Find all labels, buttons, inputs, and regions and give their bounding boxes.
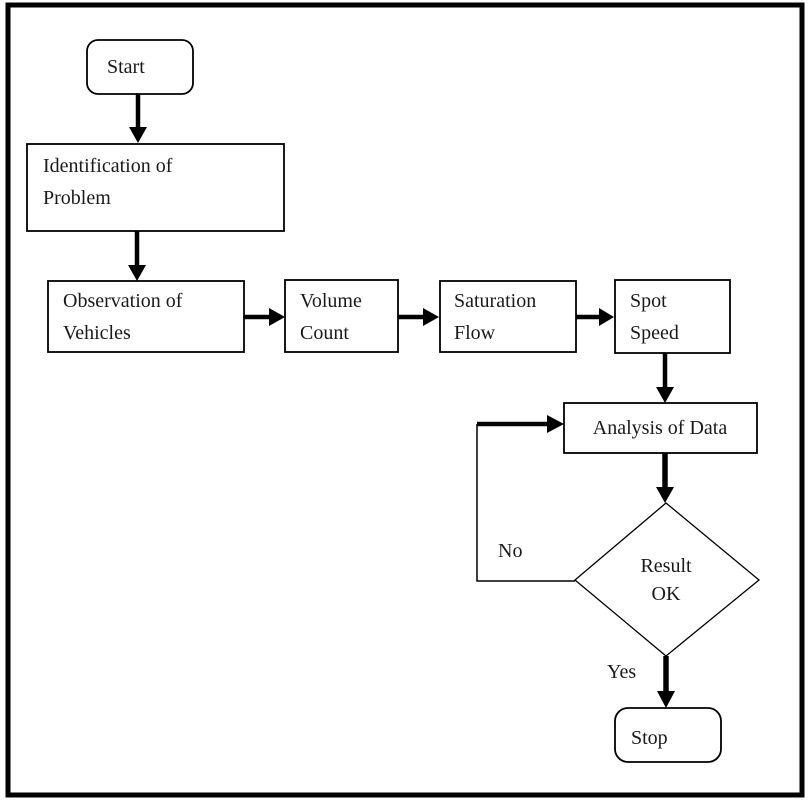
node-spot-label-line1: Spot (630, 290, 667, 312)
node-observation-shape (47, 280, 245, 353)
arrowhead-right-icon (547, 415, 564, 433)
arrowhead-right-icon (423, 308, 439, 326)
arrowhead-right-icon (269, 308, 285, 326)
node-volume-label-line1: Volume (300, 290, 362, 312)
edge-label-yes: Yes (607, 661, 636, 683)
node-saturation-flow: Saturation Flow (439, 280, 577, 353)
node-identification-label-line2: Problem (43, 187, 111, 209)
node-observation-label-line1: Observation of (63, 290, 183, 312)
node-volume-label-line2: Count (300, 322, 349, 344)
node-decision-label-line1: Result (640, 555, 692, 577)
node-start-label: Start (107, 56, 145, 78)
arrow-start-to-identification (129, 93, 147, 143)
node-saturation-shape (439, 280, 577, 353)
arrow-volume-to-saturation (398, 308, 439, 326)
node-volume-shape (284, 279, 399, 353)
node-analysis-label: Analysis of Data (593, 417, 728, 439)
arrowhead-down-icon (657, 691, 675, 708)
node-start-shape (86, 39, 194, 95)
arrow-saturation-to-spot (576, 308, 614, 326)
node-identification-label-line1: Identification of (43, 155, 173, 177)
node-observation-label-line2: Vehicles (63, 322, 131, 344)
node-analysis-of-data: Analysis of Data (563, 402, 758, 454)
arrow-decision-to-analysis-feedback (476, 415, 575, 582)
node-result-ok-decision: Result OK (573, 502, 761, 657)
feedback-line (476, 424, 575, 582)
node-volume-count: Volume Count (284, 279, 399, 353)
node-observation-of-vehicles: Observation of Vehicles (47, 280, 245, 353)
node-spot-speed: Spot Speed (614, 279, 731, 354)
node-saturation-label-line1: Saturation (454, 290, 536, 312)
node-identification-of-problem: Identification of Problem (26, 143, 285, 232)
arrowhead-right-icon (599, 308, 614, 326)
arrowhead-down-icon (128, 265, 146, 281)
node-decision-shape (573, 502, 761, 657)
node-spot-shape (614, 279, 731, 354)
arrowhead-down-icon (656, 387, 674, 403)
arrow-identification-to-observation (128, 231, 146, 281)
node-stop-label: Stop (631, 727, 668, 749)
arrow-analysis-to-decision (656, 453, 674, 503)
node-analysis-shape (563, 402, 758, 454)
arrow-spot-to-analysis (656, 353, 674, 403)
arrow-observation-to-volume (244, 308, 285, 326)
node-saturation-label-line2: Flow (454, 322, 496, 344)
edge-label-no: No (498, 540, 522, 562)
outer-border (5, 2, 805, 798)
node-start: Start (86, 39, 194, 95)
node-spot-label-line2: Speed (630, 322, 679, 344)
node-stop: Stop (614, 707, 722, 763)
node-stop-shape (614, 707, 722, 763)
node-identification-shape (26, 143, 285, 232)
arrow-decision-to-stop (657, 656, 675, 708)
arrowhead-down-icon (129, 127, 147, 143)
node-decision-label-line2: OK (652, 583, 681, 605)
arrowhead-down-icon (656, 487, 674, 503)
